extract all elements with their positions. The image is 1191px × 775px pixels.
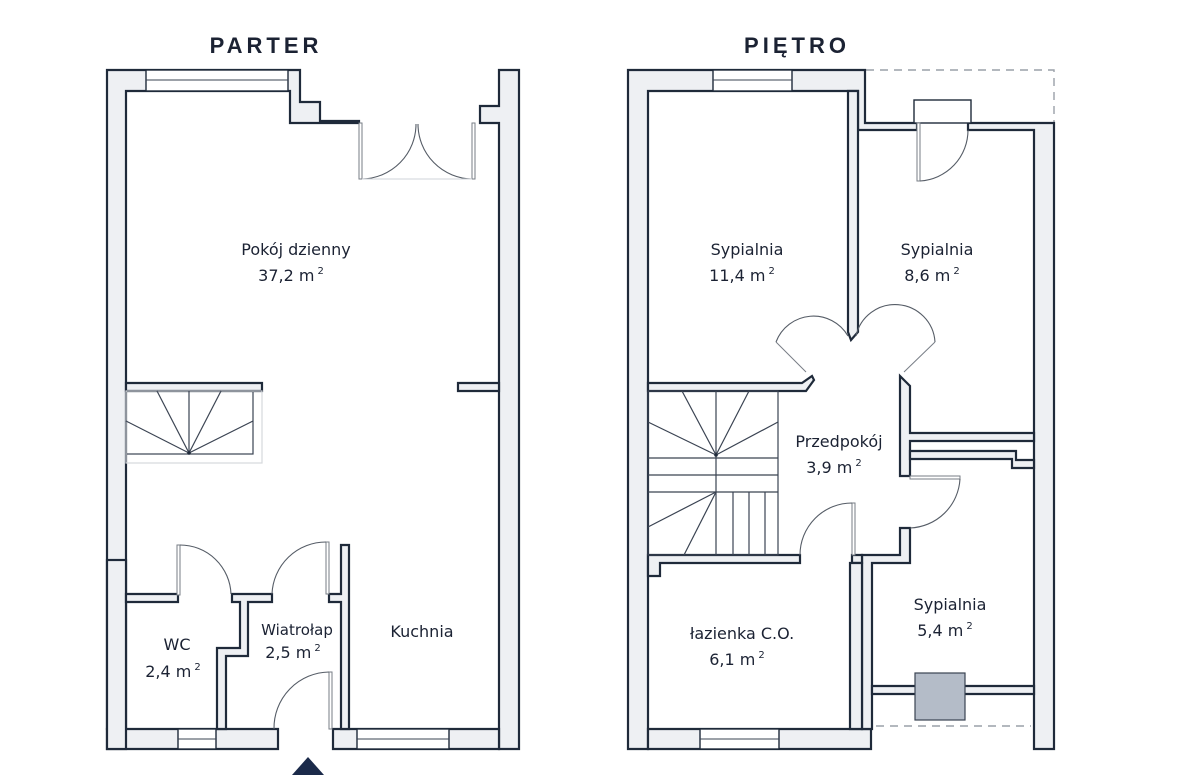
entrance-arrow-icon (292, 757, 324, 775)
room-kitchen: Kuchnia (390, 622, 453, 641)
small-bedroom-door (909, 475, 961, 529)
wc-door (176, 544, 232, 596)
upper-floor-stairs (647, 390, 779, 556)
ground-floor-plan: PARTER (105, 33, 521, 775)
room-name: Kuchnia (390, 622, 453, 641)
terrace-door (358, 122, 476, 180)
upper-floor-plan: PIĘTRO (626, 33, 1056, 751)
room-name: Przedpokój (795, 432, 882, 451)
ground-floor-title: PARTER (210, 33, 323, 58)
room-name: WC (164, 635, 191, 654)
bathroom-door (799, 502, 856, 556)
room-name: Sypialnia (711, 240, 784, 259)
room-name: Sypialnia (901, 240, 974, 259)
balcony-door (913, 99, 972, 182)
room-name: Sypialnia (914, 595, 987, 614)
vestibule-inner-door (271, 541, 330, 595)
room-name: łazienka C.O. (690, 624, 794, 643)
chimney (914, 672, 966, 721)
entrance-door (273, 671, 333, 730)
ground-floor-stairs (125, 390, 263, 464)
room-name: Wiatrołap (261, 621, 333, 639)
upper-floor-walls (626, 68, 1056, 751)
room-name: Pokój dzienny (241, 240, 350, 259)
upper-floor-title: PIĘTRO (744, 33, 850, 58)
bedroom-doors (775, 304, 936, 373)
